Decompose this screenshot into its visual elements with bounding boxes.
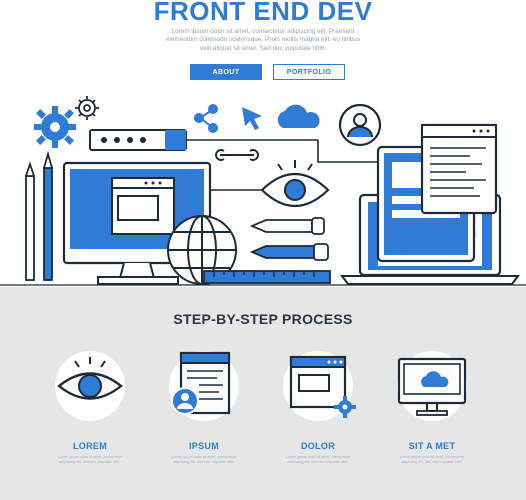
cursor-icon [242,107,262,130]
hero-section: FRONT END DEV Lorem ipsum dolor sit amet… [0,0,526,287]
step-lorem[interactable]: LOREM Lorem ipsum dolor sit amet, consec… [35,351,145,496]
marker-icon [249,243,329,261]
pencil-icon [24,161,36,281]
process-section: STEP-BY-STEP PROCESS LOREM Lorem ipsum d… [0,287,526,500]
step-label: DOLOR [301,441,335,451]
step-description: Lorem ipsum dolor sit amet, consectetur … [58,455,122,464]
step-description: Lorem ipsum dolor sit amet, consectetur … [172,455,236,464]
globe-icon [167,215,237,285]
portfolio-button[interactable]: PORTFOLIO [273,64,345,80]
hero-description: Lorem ipsum dolor sit amet, consectetur … [165,28,361,52]
monitor-cloud-icon [397,357,467,416]
user-avatar-icon [338,103,382,147]
step-description: Lorem ipsum dolor sit amet, consectetur … [400,455,464,464]
process-title: STEP-BY-STEP PROCESS [173,311,353,327]
wrench-icon [215,149,259,161]
step-sit-a-met[interactable]: SIT A MET Lorem ipsum dolor sit amet, co… [377,351,487,496]
brush-icon [42,150,54,281]
about-button[interactable]: ABOUT [190,64,262,80]
step-label: LOREM [73,441,107,451]
browser-gear-icon [289,355,356,418]
document-user-icon [171,351,231,415]
ruler-icon [203,270,331,284]
eye-icon [57,357,123,400]
share-icon [194,104,218,133]
cloud-icon [277,104,320,128]
step-dolor[interactable]: DOLOR Lorem ipsum dolor sit amet, consec… [263,351,373,496]
step-label: IPSUM [188,441,219,451]
hero-illustration [0,96,526,286]
step-ipsum[interactable]: IPSUM Lorem ipsum dolor sit amet, consec… [149,351,259,496]
gear-icon-small [75,96,99,120]
password-field-icon [89,129,187,151]
pen-icon [249,217,325,235]
step-description: Lorem ipsum dolor sit amet, consectetur … [286,455,350,464]
page-title: FRONT END DEV [153,0,373,26]
step-label: SIT A MET [408,441,456,451]
gear-icon-large [34,106,76,148]
eye-icon [260,160,330,208]
code-window-icon [420,123,498,215]
